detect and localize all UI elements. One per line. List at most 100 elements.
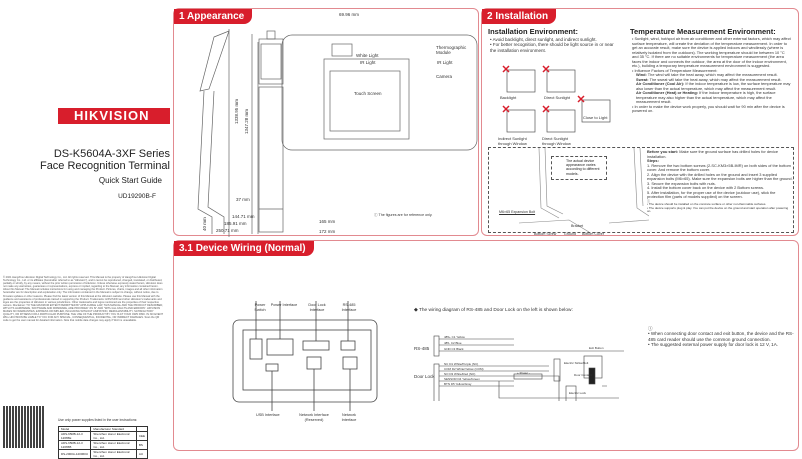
steps-text: Before you start: Make sure the ground s… — [647, 149, 793, 214]
steps-title: Steps: — [647, 158, 659, 163]
section-number: 1 — [179, 11, 185, 22]
appearance-drawing — [197, 29, 478, 237]
dim-h1: 1338.95 mm — [234, 98, 239, 124]
pin-tag: (COM) — [474, 367, 484, 371]
wiring-note-text: When connecting door contact and exit bu… — [648, 331, 794, 342]
temp-item-text: Sunlight, wind, hot/spot air from air co… — [632, 36, 791, 68]
temp-item: • Influence Factors of Temperature Measu… — [632, 67, 718, 73]
label-network: Network Interface — [341, 413, 357, 423]
pin-id: D3 — [449, 372, 454, 376]
device-panel-drawing — [232, 301, 378, 411]
pin-row: COM D2 White/Yellow (COM) — [444, 367, 483, 372]
temp-item: • In order to make the device work prope… — [632, 103, 785, 113]
step: 3. Secure the expansion bolts with nuts. — [647, 180, 716, 186]
wiring-notes: ⓘ • When connecting door contact and exi… — [648, 326, 798, 348]
pin-name: SENSOR — [444, 377, 457, 381]
td: CEE — [135, 431, 149, 441]
pin-row: SENSOR D4 Yellow/Green — [444, 377, 483, 382]
factor: Air Conditioner (Heat) or Heating: If th… — [632, 90, 792, 105]
callout-camera: Camera — [436, 74, 453, 79]
wiring-intro: ◆ The wiring diagram of RS-485 and Door … — [414, 308, 573, 313]
pin-name: NO — [444, 372, 449, 376]
door-lock-terminal — [302, 340, 330, 351]
td: Shenzhen Honor Electronic Co., Ltd. — [90, 449, 137, 459]
before-start: Before you start: Make sure the ground s… — [647, 149, 793, 159]
doc-id: UD19290B-F — [118, 193, 156, 200]
pic-indirect-window: Indirect Sunlight through Window — [498, 136, 527, 147]
wiring-section: 3.1 Device Wiring (Normal) Power Switch … — [173, 240, 799, 451]
td: ADS-65RB-12-3 12065E — [57, 431, 92, 441]
temp-list: • Sunlight, wind, hot/spot air from air … — [632, 36, 792, 114]
temp-item-text: Influence Factors of Temperature Measure… — [634, 67, 718, 73]
env-item-text: For better recognition, there should be … — [490, 42, 614, 53]
env-item: • For better recognition, there should b… — [490, 42, 614, 53]
model-title: DS-K5604A-3XF Series — [53, 148, 170, 160]
legal-text: © 2021 Hangzhou Hikvision Digital Techno… — [3, 276, 163, 323]
section-number: 3.1 — [179, 243, 193, 254]
pin-name: 485- — [444, 341, 451, 345]
pin-id: C1 — [451, 335, 456, 339]
pin-id: C2 — [450, 341, 455, 345]
wiring-note-text: The suggested external power supply for … — [650, 342, 779, 348]
note-icon: ⓘ — [647, 198, 651, 203]
section-title: Installation — [495, 11, 549, 22]
factor: Sweat: The sweat will take the heat away… — [632, 76, 792, 83]
factor-value: If the indoor temperature is high, the s… — [636, 90, 776, 104]
wiring-note: • The suggested external power supply fo… — [648, 342, 779, 348]
env-item-text: Avoid backlight, direct sunlight, and in… — [492, 37, 597, 42]
env-item: • Avoid backlight, direct sunlight, and … — [490, 37, 597, 42]
temp-title: Temperature Measurement Environment: — [630, 27, 776, 36]
wiring-badge: 3.1 Device Wiring (Normal) — [174, 241, 314, 256]
label-network-reserved: Network Interface (Reserved) — [299, 413, 329, 423]
installation-badge: 2 Installation — [482, 9, 557, 24]
wire-color: White/Yellow — [456, 367, 474, 371]
note-icon: ⓘ — [374, 213, 379, 217]
wiring-note: • When connecting door contact and exit … — [648, 331, 794, 342]
guide-title: Quick Start Guide — [98, 176, 162, 185]
label-cover: Bottom Cover — [582, 232, 604, 236]
pin-row: 485+ C1 Yellow — [444, 334, 465, 340]
pin-name: COM — [444, 367, 451, 371]
callout-ir-left: IR Light — [360, 60, 376, 65]
step: 4. Install the bottom cover back on the … — [647, 185, 764, 190]
rs485-terminal — [340, 340, 356, 351]
pin-name: BTN — [444, 382, 450, 386]
pin-row: NC D1 White/Purple (NC) — [444, 362, 483, 367]
dim-top: 69.96 mm — [339, 12, 360, 17]
td: AU — [135, 449, 149, 459]
td: Shenzhen Honor Electronic Co., Ltd. — [90, 440, 137, 450]
appearance-note: ⓘ The figures are for reference only. — [374, 213, 432, 218]
pin-id: D5 — [450, 382, 455, 386]
label-power-interface: Power Interface — [270, 303, 298, 307]
factor: Wind: The wind will take the heat away, … — [632, 72, 792, 78]
appearance-varies-note: The actual device appearance varies acco… — [551, 156, 607, 180]
temp-item: • Sunlight, wind, hot/spot air from air … — [632, 36, 791, 68]
pin-row: GND C3 Black — [444, 346, 465, 352]
power-socket — [266, 338, 294, 356]
install-steps-box: The actual device appearance varies acco… — [488, 147, 794, 236]
installation-section: 2 Installation Installation Environment:… — [481, 8, 799, 236]
dim-165: 165 mm — [319, 219, 336, 224]
power-note: Use only power supplies listed in the us… — [58, 418, 138, 422]
dim-172: 172 mm — [319, 229, 336, 234]
usb-port — [265, 363, 279, 372]
qr-code[interactable] — [3, 406, 45, 448]
group-rs485: RS-485 — [414, 346, 430, 351]
td: BS — [135, 440, 149, 450]
pic-direct: Direct Sunlight — [544, 95, 571, 100]
network-port — [342, 356, 358, 370]
dim-40: 40 mm — [202, 217, 207, 231]
pin-row: NO D3 White/Red (NO) — [444, 372, 483, 377]
factor-key: Sweat: — [636, 76, 649, 82]
pin-name: 485+ — [444, 335, 451, 339]
label-bracket: Bracket — [571, 224, 584, 228]
wiring-diagram — [433, 335, 624, 401]
wait-note: In order to make the device work properl… — [632, 103, 785, 113]
callout-thermo: Thermographic Module — [436, 45, 467, 56]
pin-name: NC — [444, 362, 449, 366]
factor-key: Wind: — [636, 72, 647, 77]
factor-key: Air Conditioner (Cool Air): — [636, 81, 685, 86]
td: Shenzhen Honor Electronic Co., Ltd. — [90, 431, 137, 441]
wire-color: White/Red — [454, 372, 469, 376]
factor-value: The sweat will take the heat away, which… — [649, 76, 782, 82]
